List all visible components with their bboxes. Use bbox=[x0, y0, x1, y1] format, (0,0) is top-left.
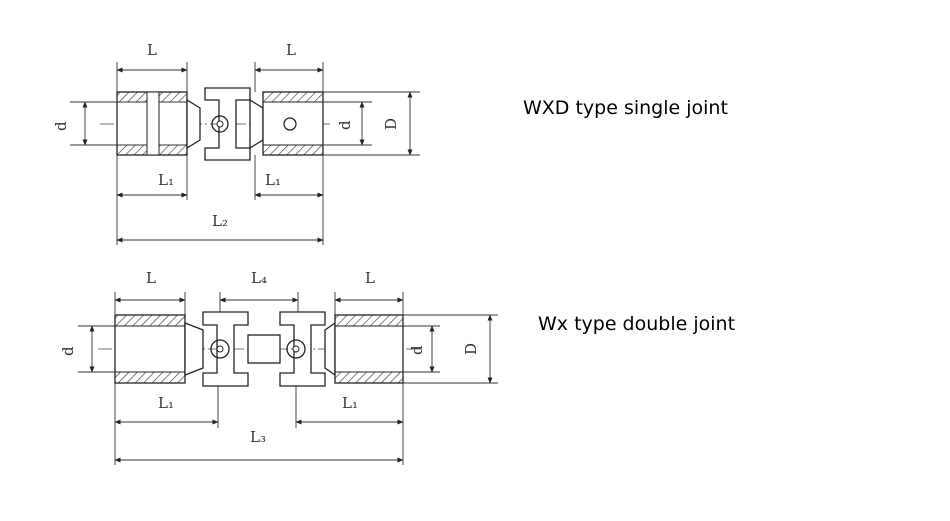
double-middle-shaft bbox=[247, 334, 281, 364]
double-right-fork bbox=[324, 321, 336, 377]
double-dim-L-right: L bbox=[365, 269, 375, 287]
single-dim-L1-right: L₁ bbox=[265, 171, 281, 189]
single-dim-D: D bbox=[382, 118, 400, 130]
double-dim-L3: L₃ bbox=[250, 428, 266, 446]
double-left-sleeve bbox=[114, 314, 186, 384]
double-dim-d-left: d bbox=[59, 346, 77, 356]
double-joint-drawing: L L₄ L d d D bbox=[59, 269, 498, 465]
single-left-fork bbox=[186, 98, 201, 150]
caption-double-joint: Wx type double joint bbox=[538, 313, 736, 335]
double-dim-D: D bbox=[462, 343, 480, 355]
double-dim-L-left: L bbox=[146, 269, 156, 287]
single-dim-L-left: L bbox=[147, 41, 157, 59]
double-right-sleeve bbox=[334, 314, 404, 384]
single-dim-d-right: d bbox=[336, 120, 354, 130]
double-right-cross-block bbox=[279, 311, 326, 387]
single-dim-L-right: L bbox=[286, 41, 296, 59]
double-dim-L1-left: L₁ bbox=[158, 394, 174, 412]
double-left-fork bbox=[184, 322, 204, 376]
single-right-fork bbox=[249, 98, 264, 150]
caption-single-joint: WXD type single joint bbox=[523, 97, 728, 119]
single-dim-L1-left: L₁ bbox=[158, 171, 174, 189]
single-dim-L2: L₂ bbox=[212, 212, 228, 230]
double-left-cross-block bbox=[202, 311, 249, 387]
single-right-sleeve bbox=[262, 91, 324, 156]
double-dim-L1-right: L₁ bbox=[342, 394, 358, 412]
double-dim-L4: L₄ bbox=[251, 269, 267, 287]
single-dim-d-left: d bbox=[52, 121, 70, 131]
single-joint-drawing: L L d d D L₁ bbox=[52, 41, 420, 245]
single-left-sleeve bbox=[116, 91, 188, 156]
double-dim-d-right: d bbox=[408, 345, 426, 355]
